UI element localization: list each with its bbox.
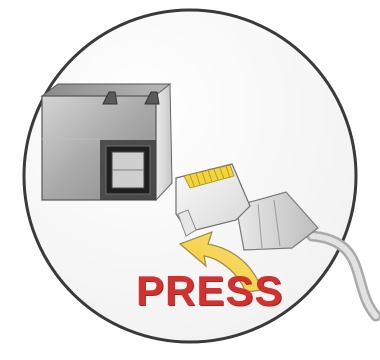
press-label: PRESS	[136, 266, 286, 316]
rj45-socket-icon	[42, 84, 172, 200]
